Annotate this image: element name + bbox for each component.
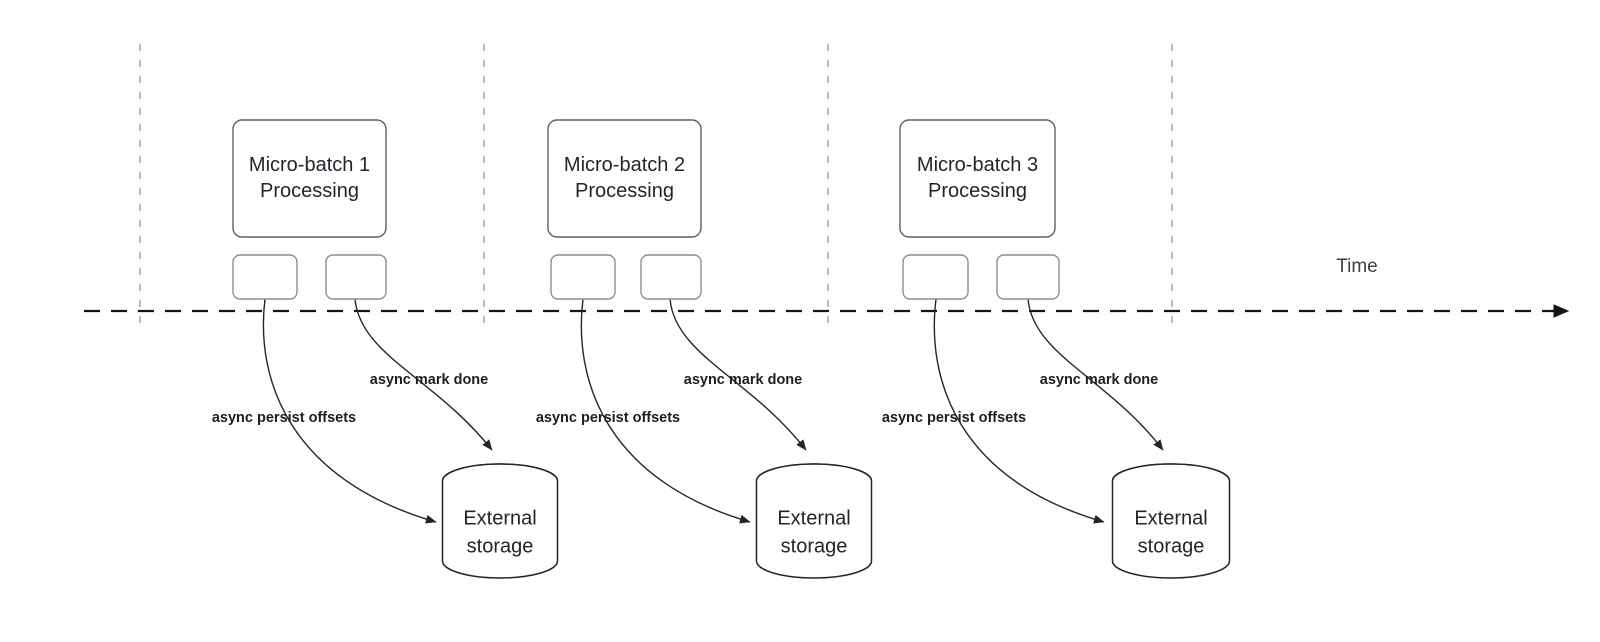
group-1-storage-cylinder-top [441, 463, 559, 482]
mini-box-mark-2[interactable] [640, 254, 702, 300]
tick-lines-layer [139, 44, 1173, 332]
edges-layer [262, 298, 1164, 524]
group-2-batch-label-line2: Processing [575, 180, 674, 202]
async-persist-offsets-3-label: async persist offsets [882, 410, 1026, 426]
group-1-batch-label-line1: Micro-batch 1 [249, 154, 370, 176]
async-mark-done-3-arrow [1027, 298, 1164, 451]
group-3-batch-label-line2: Processing [928, 180, 1027, 202]
group-3-batch-label-line1: Micro-batch 3 [917, 154, 1038, 176]
mini-box-mark-1[interactable] [325, 254, 387, 300]
group-3-batch-box[interactable] [899, 119, 1056, 238]
group-1-batch-label-line2: Processing [260, 180, 359, 202]
async-mark-done-1-label: async mark done [370, 372, 488, 388]
async-persist-offsets-2-label: async persist offsets [536, 410, 680, 426]
async-persist-offsets-1-arrow [262, 298, 437, 524]
async-mark-done-1-arrow [354, 298, 493, 451]
group-3-storage-label-line1: External [1134, 507, 1207, 529]
group-1-batch-box[interactable] [232, 119, 387, 238]
async-mark-done-2-label: async mark done [684, 372, 802, 388]
async-mark-done-2-arrow [669, 298, 807, 451]
group-2-storage-cylinder-top [755, 463, 873, 482]
async-mark-done-3-label: async mark done [1040, 372, 1158, 388]
group-2-batch-label-line1: Micro-batch 2 [564, 154, 685, 176]
group-1-storage-label-line1: External [463, 507, 536, 529]
group-2-storage-label-line2: storage [781, 535, 848, 557]
group-3-storage-cylinder-top [1111, 463, 1231, 482]
mini-box-persist-1[interactable] [232, 254, 298, 300]
mini-box-persist-2[interactable] [550, 254, 616, 300]
group-2-batch-box[interactable] [547, 119, 702, 238]
async-persist-offsets-1-label: async persist offsets [212, 410, 356, 426]
async-persist-offsets-2-arrow [580, 298, 751, 524]
mini-box-persist-3[interactable] [902, 254, 969, 300]
async-persist-offsets-3-arrow [933, 298, 1105, 524]
edge-labels-layer: async persist offsets async mark done asyn… [212, 372, 1158, 426]
mini-box-mark-3[interactable] [996, 254, 1060, 300]
group-1-storage-label-line2: storage [467, 535, 534, 557]
group-3-storage-label-line2: storage [1138, 535, 1205, 557]
group-2-storage-label-line1: External [777, 507, 850, 529]
time-axis-label: Time [1336, 256, 1378, 277]
